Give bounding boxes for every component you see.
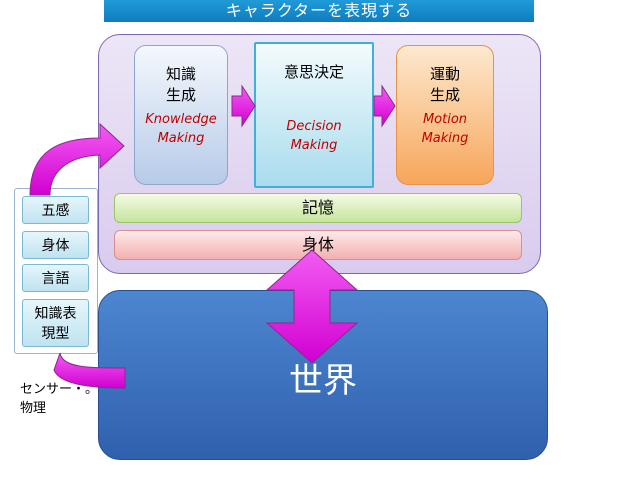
world-label: 世界 (289, 361, 357, 401)
knowledge-en-label: Knowledge Making (135, 110, 227, 148)
side-item-five-senses: 五感 (22, 196, 89, 224)
side-item-knowledge-representation: 知識表 現型 (22, 299, 89, 347)
memory-bar: 記憶 (114, 193, 522, 223)
knowledge-en-line1: Knowledge (145, 112, 217, 127)
side-item-knowledge-line2: 現型 (41, 326, 70, 342)
motion-making-card: 運動 生成 Motion Making (396, 45, 494, 185)
arrow-knowledge-to-decision (231, 84, 256, 128)
decision-en-label: Decision Making (256, 117, 372, 155)
decision-en-line2: Making (290, 138, 338, 153)
motion-jp-line1: 運動 (429, 65, 460, 83)
knowledge-en-line2: Making (157, 131, 205, 146)
arrow-sensor-to-knowledge (29, 122, 125, 196)
sensor-line2: 物理 (20, 401, 47, 416)
motion-en-line2: Making (421, 131, 469, 146)
side-item-knowledge-line1: 知識表 (34, 306, 77, 322)
motion-en-line1: Motion (422, 112, 468, 127)
knowledge-making-card: 知識 生成 Knowledge Making (134, 45, 228, 185)
knowledge-jp-line1: 知識 (165, 65, 196, 83)
sensor-line1: センサー・。 (20, 382, 99, 397)
side-item-body: 身体 (22, 231, 89, 259)
decision-jp-line1: 意思決定 (283, 63, 344, 81)
knowledge-jp-line2: 生成 (165, 86, 196, 104)
decision-en-line1: Decision (286, 119, 342, 134)
motion-jp-line2: 生成 (429, 86, 460, 104)
sensor-physics-note: センサー・。 物理 (20, 380, 110, 418)
arrow-world-to-sensor (53, 352, 126, 389)
motion-en-label: Motion Making (397, 110, 493, 148)
side-item-language: 言語 (22, 264, 89, 292)
decision-making-card: 意思決定 Decision Making (254, 42, 374, 188)
arrow-decision-to-motion (373, 84, 396, 128)
title-banner: キャラクターを表現する (104, 0, 534, 22)
arrow-world-body-bidirectional (265, 249, 359, 364)
